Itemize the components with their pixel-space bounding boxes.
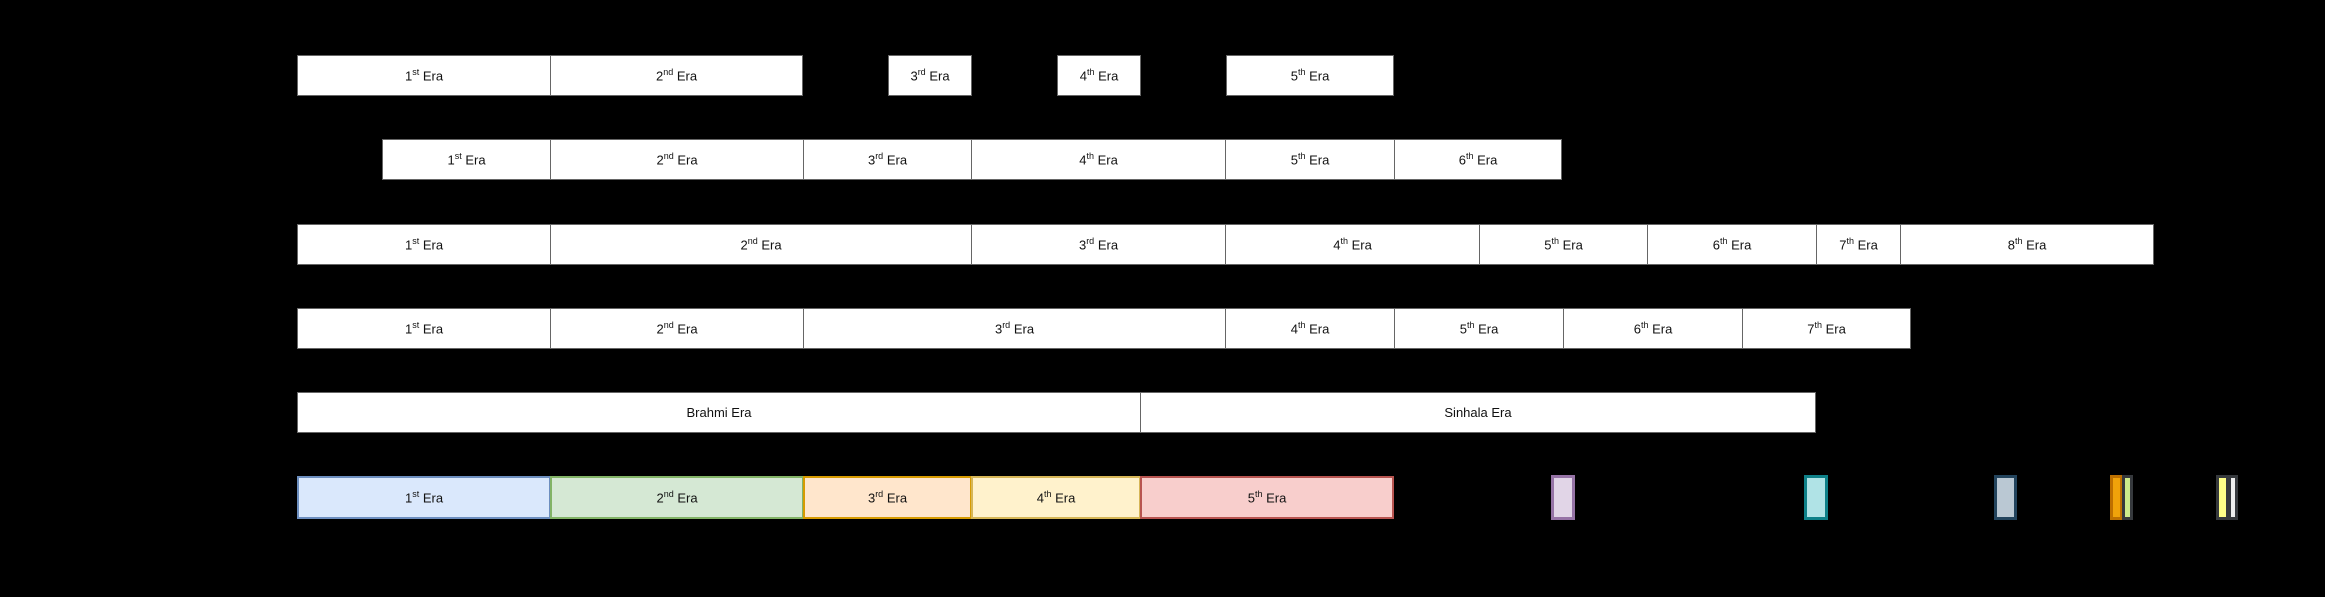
era-box-row-2: 2nd Era: [550, 139, 804, 180]
era-box-row-4: 3rd Era: [803, 308, 1226, 349]
era-label: 6th Era: [1633, 320, 1673, 337]
era-label: 7th Era: [1839, 236, 1878, 253]
era-label: 6th Era: [1712, 236, 1752, 253]
era-label: 5th Era: [1544, 236, 1583, 253]
colored-era-box: 4th Era: [971, 476, 1141, 519]
era-label: 2nd Era: [656, 151, 698, 168]
era-box-row-4: 7th Era: [1742, 308, 1911, 349]
era-box-row-3: 1st Era: [297, 224, 551, 265]
era-box-row-2: 4th Era: [971, 139, 1226, 180]
era-label: 8th Era: [2007, 236, 2047, 253]
era-label: 2nd Era: [656, 489, 698, 506]
era-label: 3rd Era: [867, 489, 908, 506]
color-swatch: [2122, 475, 2133, 520]
era-box-row-3: 4th Era: [1225, 224, 1480, 265]
era-box-row-1: 3rd Era: [888, 55, 972, 96]
era-box-row-1: 2nd Era: [550, 55, 803, 96]
era-box-row-4: 5th Era: [1394, 308, 1564, 349]
era-label: 1st Era: [404, 236, 444, 253]
era-box-row-1: 4th Era: [1057, 55, 1141, 96]
colored-era-box: 5th Era: [1140, 476, 1394, 519]
colored-era-box: 1st Era: [297, 476, 551, 519]
era-box-row-2: 1st Era: [382, 139, 551, 180]
era-label: 7th Era: [1807, 320, 1846, 337]
era-label: Sinhala Era: [1444, 405, 1512, 420]
color-swatch: [2216, 475, 2229, 520]
era-box-row-3: 6th Era: [1647, 224, 1817, 265]
era-box-row-5: Sinhala Era: [1140, 392, 1816, 433]
era-label: 2nd Era: [740, 236, 782, 253]
era-label: 2nd Era: [656, 320, 698, 337]
era-label: 2nd Era: [655, 67, 698, 84]
era-box-row-3: 7th Era: [1816, 224, 1901, 265]
color-swatch: [1804, 475, 1828, 520]
color-swatch: [1994, 475, 2017, 520]
era-box-row-2: 5th Era: [1225, 139, 1395, 180]
era-label: 1st Era: [404, 489, 444, 506]
era-box-row-2: 6th Era: [1394, 139, 1562, 180]
era-label: 5th Era: [1459, 320, 1499, 337]
era-label: 3rd Era: [910, 67, 950, 84]
era-box-row-1: 5th Era: [1226, 55, 1394, 96]
era-box-row-2: 3rd Era: [803, 139, 972, 180]
era-box-row-5: Brahmi Era: [297, 392, 1141, 433]
era-label: Brahmi Era: [686, 405, 752, 420]
era-label: 5th Era: [1247, 489, 1287, 506]
era-label: 1st Era: [404, 67, 444, 84]
color-swatch: [1551, 475, 1575, 520]
era-label: 5th Era: [1290, 151, 1330, 168]
era-box-row-4: 4th Era: [1225, 308, 1395, 349]
era-label: 6th Era: [1458, 151, 1498, 168]
era-box-row-3: 3rd Era: [971, 224, 1226, 265]
era-box-row-4: 1st Era: [297, 308, 551, 349]
era-box-row-4: 2nd Era: [550, 308, 804, 349]
era-box-row-3: 8th Era: [1900, 224, 2154, 265]
era-box-row-3: 2nd Era: [550, 224, 972, 265]
era-box-row-1: 1st Era: [297, 55, 551, 96]
era-label: 3rd Era: [994, 320, 1035, 337]
colored-era-box: 3rd Era: [803, 476, 972, 519]
era-label: 4th Era: [1290, 320, 1330, 337]
era-label: 4th Era: [1079, 67, 1119, 84]
colored-era-box: 2nd Era: [550, 476, 804, 519]
era-label: 1st Era: [447, 151, 486, 168]
color-swatch: [2110, 475, 2123, 520]
era-label: 3rd Era: [1078, 236, 1119, 253]
era-label: 4th Era: [1079, 151, 1118, 168]
era-box-row-3: 5th Era: [1479, 224, 1648, 265]
era-label: 4th Era: [1333, 236, 1372, 253]
era-box-row-4: 6th Era: [1563, 308, 1743, 349]
era-label: 5th Era: [1290, 67, 1330, 84]
color-swatch: [2228, 475, 2238, 520]
era-label: 4th Era: [1036, 489, 1076, 506]
era-label: 1st Era: [404, 320, 444, 337]
era-label: 3rd Era: [867, 151, 908, 168]
